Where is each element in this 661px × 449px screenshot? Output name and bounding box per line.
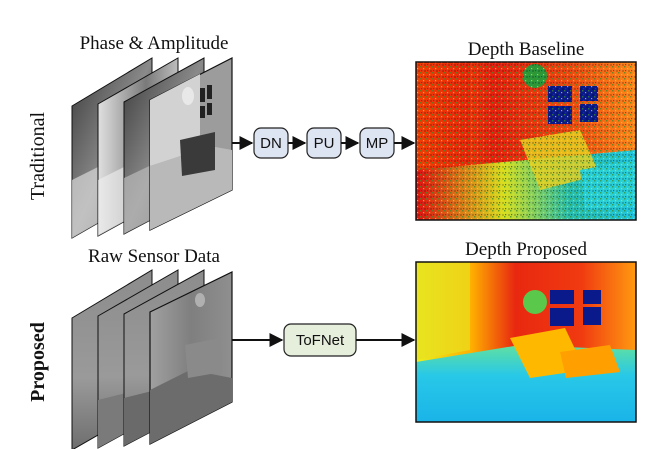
stage-tofnet-box: ToFNet — [283, 323, 357, 357]
window-shape — [550, 290, 574, 304]
caption-phase-amplitude: Phase & Amplitude — [80, 33, 229, 54]
raw-sensor-stack — [71, 269, 233, 449]
stage-mp-box: MP — [359, 127, 395, 159]
lamp-shape — [523, 290, 547, 314]
raw-frame-front — [149, 271, 233, 445]
caption-raw-sensor-data: Raw Sensor Data — [88, 246, 220, 267]
depth-proposed-image — [415, 261, 637, 423]
caption-depth-proposed: Depth Proposed — [465, 239, 587, 260]
stage-pu-label: PU — [314, 135, 335, 152]
stage-dn-label: DN — [260, 135, 282, 152]
phase-amplitude-stack — [71, 57, 233, 239]
window-shape — [207, 103, 212, 115]
row-label-proposed: Proposed — [27, 322, 49, 402]
window-shape — [583, 307, 601, 325]
amplitude-frame-front — [149, 57, 233, 231]
stage-mp-label: MP — [366, 135, 389, 152]
window-shape — [550, 308, 574, 326]
proposed-pipeline: ToFNet — [232, 323, 416, 357]
row-label-traditional: Traditional — [27, 111, 49, 200]
window-shape — [200, 106, 205, 118]
window-shape — [583, 290, 601, 304]
stage-dn-box: DN — [253, 127, 289, 159]
stage-tofnet-label: ToFNet — [296, 332, 345, 349]
depth-baseline-image — [415, 61, 637, 221]
stage-pu-box: PU — [306, 127, 342, 159]
caption-depth-baseline: Depth Baseline — [468, 39, 585, 60]
window-shape — [200, 88, 205, 102]
window-shape — [207, 85, 212, 99]
traditional-pipeline: DN PU MP — [232, 127, 416, 159]
